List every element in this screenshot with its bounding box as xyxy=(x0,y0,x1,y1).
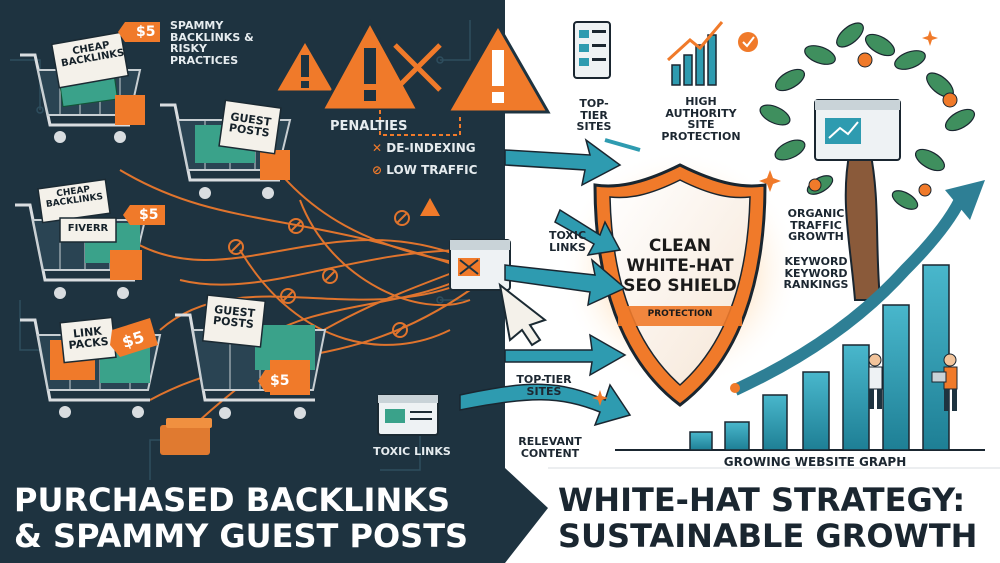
keyword-rankings-label: KEYWORD KEYWORD RANKINGS xyxy=(783,255,849,292)
right-banner-line1: WHITE-HAT STRATEGY: xyxy=(558,481,966,519)
toxic-links-label-right: TOXIC LINKS xyxy=(548,229,587,254)
toxic-links-label-left: TOXIC LINKS xyxy=(373,445,451,458)
penalty-item-de-indexing: ✕ DE-INDEXING xyxy=(372,141,476,155)
penalty-connector xyxy=(379,110,461,136)
right-panel xyxy=(560,150,800,407)
left-banner-line2: & SPAMMY GUEST POSTS xyxy=(14,517,469,555)
close-icon: ✕ xyxy=(372,141,387,155)
organic-traffic-label: ORGANIC TRAFFIC GROWTH xyxy=(787,207,845,244)
penalties-title: PENALTIES xyxy=(330,119,408,134)
penalty-item-low-traffic: ⊘ LOW TRAFFIC xyxy=(372,163,478,177)
arrow-icons xyxy=(459,138,632,427)
cart-tag-fiverr: FIVERR xyxy=(67,223,109,234)
price-tags xyxy=(110,22,300,392)
tree-icon xyxy=(759,22,976,301)
shield-sub: PROTECTION xyxy=(647,309,713,319)
shield-line3: SEO SHIELD xyxy=(623,276,737,296)
cart-tag-guest-posts-2: GUEST POSTS xyxy=(212,302,256,332)
top-tier-sites-label-1: TOP-TIER SITES xyxy=(576,97,612,134)
price-tag-2: $5 xyxy=(139,207,159,223)
spammy-note: SPAMMY BACKLINKS & RISKY PRACTICES xyxy=(170,19,254,67)
growth-graph xyxy=(592,30,985,451)
close-icon: ⊘ xyxy=(372,163,387,177)
warning-triangle-icon xyxy=(272,18,551,216)
graph-label: GROWING WEBSITE GRAPH xyxy=(723,455,907,469)
cart-tag-link-packs: LINK PACKS xyxy=(67,324,110,353)
left-banner-line1: PURCHASED BACKLINKS xyxy=(14,481,451,519)
price-tag-4: $5 xyxy=(270,373,290,389)
website-icons xyxy=(573,21,758,152)
shield-line2: WHITE-HAT xyxy=(626,256,734,276)
right-banner-line2: SUSTAINABLE GROWTH xyxy=(558,517,978,555)
relevant-content-label: RELEVANT CONTENT xyxy=(518,435,582,460)
no-symbol-icons xyxy=(228,210,410,338)
price-tag-1: $5 xyxy=(136,24,156,40)
shield-line1: CLEAN xyxy=(648,236,712,256)
authority-label: HIGH AUTHORITY SITE PROTECTION xyxy=(661,95,741,143)
paper-tags xyxy=(37,31,282,364)
browser-window-icon xyxy=(377,239,548,436)
top-tier-sites-label-2: TOP-TIER SITES xyxy=(516,373,572,398)
